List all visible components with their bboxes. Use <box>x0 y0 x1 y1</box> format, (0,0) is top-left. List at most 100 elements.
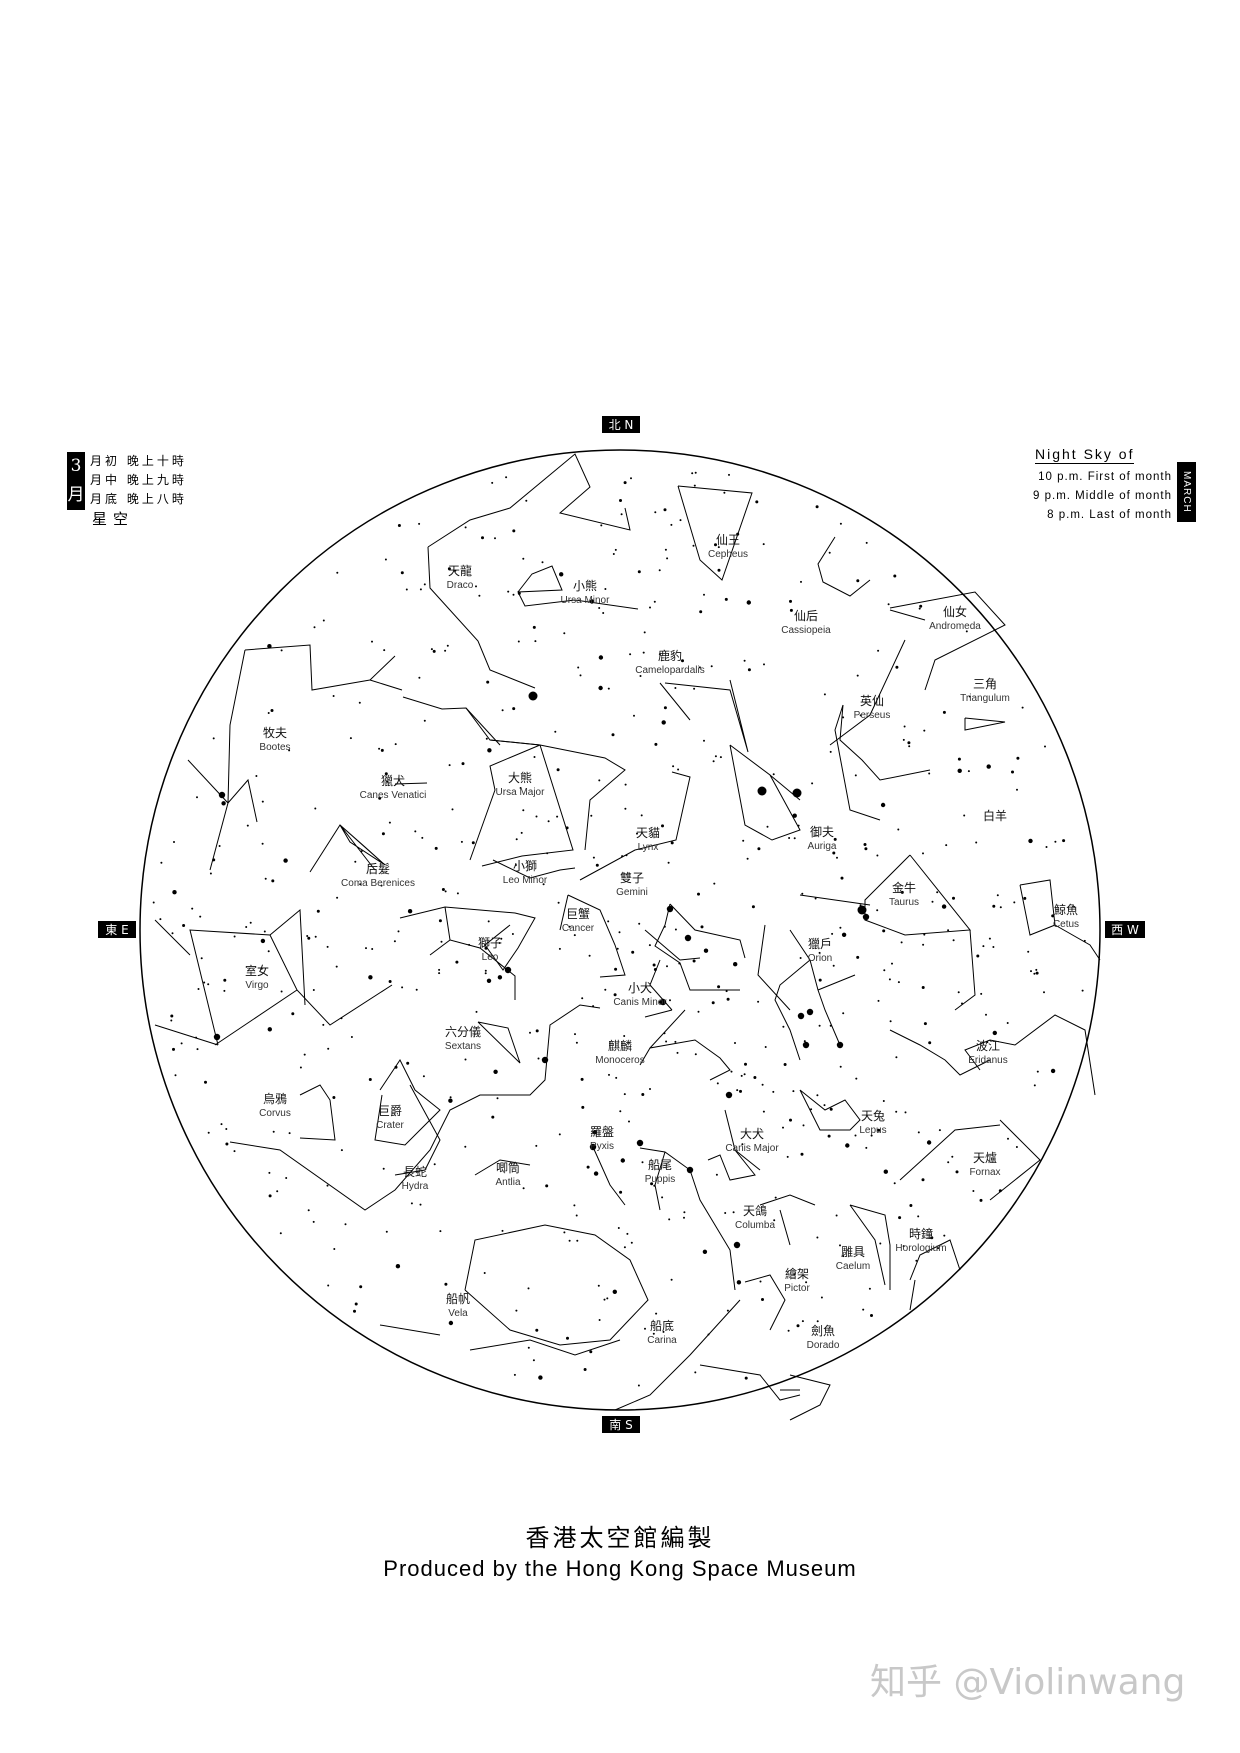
star <box>288 1132 291 1135</box>
star <box>921 1178 925 1182</box>
star <box>280 990 283 993</box>
constellation-label-en-lynx: Lynx <box>638 842 659 853</box>
star <box>522 809 525 812</box>
star <box>500 937 503 940</box>
star <box>580 1077 584 1081</box>
time-row-en-last: 8 p.m. Last of month <box>1047 509 1172 521</box>
star <box>481 536 484 540</box>
bright-star <box>504 966 512 974</box>
star <box>556 815 559 818</box>
star <box>545 1184 549 1188</box>
star <box>792 1090 795 1093</box>
star <box>1016 788 1018 791</box>
constellation-label-cn-sextans: 六分儀 <box>445 1025 481 1039</box>
star <box>947 1161 950 1164</box>
star <box>598 779 601 782</box>
star <box>628 1120 630 1123</box>
star <box>743 1073 746 1076</box>
star <box>590 814 593 817</box>
star <box>353 1309 356 1313</box>
constellation-label-en-lepus: Lepus <box>859 1125 886 1136</box>
star <box>818 978 822 982</box>
star <box>854 1134 857 1137</box>
star <box>897 981 900 984</box>
star <box>839 926 842 929</box>
star <box>494 537 496 540</box>
star <box>839 1065 842 1068</box>
star <box>382 1167 385 1170</box>
star <box>527 1346 530 1349</box>
star <box>638 922 641 925</box>
star <box>598 607 601 609</box>
constellation-label-cn-ursa-minor: 小熊 <box>573 578 597 593</box>
star <box>306 935 309 937</box>
bright-star <box>528 691 538 701</box>
constellation-label-en-vela: Vela <box>448 1308 468 1319</box>
star <box>535 815 538 818</box>
star <box>917 1131 920 1134</box>
star <box>393 940 396 943</box>
star <box>419 1203 422 1206</box>
star <box>839 1244 841 1247</box>
star <box>604 588 607 590</box>
constellation-label-en-taurus: Taurus <box>889 897 919 908</box>
constellation-label-cn-perseus: 英仙 <box>860 694 884 708</box>
star <box>792 813 797 818</box>
star <box>359 883 362 886</box>
star <box>515 1309 518 1312</box>
star <box>223 978 227 982</box>
star <box>811 782 814 785</box>
constellation-label-cn-monoceros: 麒麟 <box>608 1038 632 1053</box>
constellation-label-en-andromeda: Andromeda <box>929 621 981 632</box>
star <box>267 1027 272 1032</box>
star <box>513 1373 516 1376</box>
credit-en: Produced by the Hong Kong Space Museum <box>383 1556 857 1581</box>
star <box>1015 1146 1018 1148</box>
star <box>279 1232 282 1235</box>
star <box>514 864 517 866</box>
star <box>663 508 667 512</box>
star <box>195 1036 198 1039</box>
sky-horizon-circle <box>139 449 1101 1411</box>
star <box>761 1083 764 1086</box>
star <box>384 772 388 776</box>
star <box>598 1319 601 1321</box>
constellation-label-cn-canes-venatici: 獵犬 <box>381 774 405 788</box>
star <box>172 1047 175 1051</box>
star <box>196 1048 199 1051</box>
star <box>755 500 759 504</box>
constellation-label-cn-leo: 獅子 <box>478 936 502 950</box>
star <box>349 737 352 740</box>
star <box>800 580 802 583</box>
star <box>786 1155 789 1158</box>
star <box>220 1123 223 1126</box>
star <box>535 1029 539 1033</box>
star <box>386 780 389 783</box>
constellation-label-en-cancer: Cancer <box>562 923 595 934</box>
star <box>623 1093 626 1096</box>
star <box>942 710 946 714</box>
bright-star <box>862 913 870 921</box>
bright-star <box>733 1241 741 1249</box>
star <box>923 933 926 936</box>
star <box>1083 939 1086 942</box>
star <box>371 948 374 950</box>
star <box>574 1033 576 1036</box>
star <box>818 1024 821 1027</box>
star <box>1006 1022 1009 1024</box>
star <box>268 1194 272 1198</box>
star <box>313 626 316 629</box>
star <box>307 1209 310 1212</box>
bright-star <box>802 1041 810 1049</box>
star <box>715 1173 718 1176</box>
star <box>449 1096 452 1099</box>
star <box>517 591 521 595</box>
star <box>527 1287 530 1290</box>
time-row-en-first: 10 p.m. First of month <box>1038 471 1172 483</box>
star <box>160 861 163 864</box>
star <box>986 764 991 769</box>
star <box>623 1035 626 1037</box>
star <box>180 1042 183 1045</box>
